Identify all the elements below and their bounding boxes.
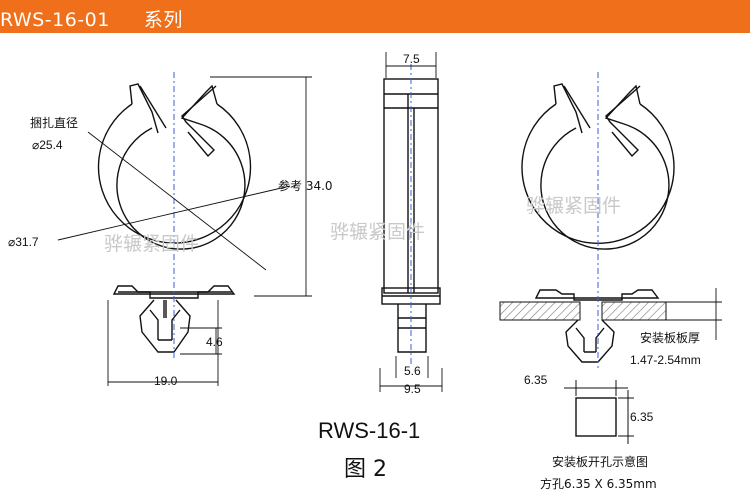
panel-thickness-range: 1.47-2.54mm	[630, 353, 701, 367]
clip-base	[112, 285, 236, 299]
front-view	[97, 83, 252, 353]
hole-diagram-title: 安装板开孔示意图	[552, 454, 648, 469]
series-label: 系列	[143, 9, 183, 31]
side-peg-width-value: 5.6	[404, 364, 421, 378]
series-model: RWS-16-01	[0, 9, 110, 31]
panel-thickness-label: 安装板板厚	[640, 330, 700, 345]
bundle-diameter-value: ⌀25.4	[32, 138, 63, 152]
panel-right-section	[601, 301, 667, 321]
watermark-right: 骅辗紧固件	[526, 195, 621, 217]
clip-peg	[139, 299, 191, 353]
hole-diagram	[564, 380, 634, 444]
series-title: RWS-16-01 系列	[0, 5, 183, 32]
hole-width-value: 6.35	[524, 373, 548, 387]
side-top-width-value: 7.5	[403, 52, 420, 66]
bundle-diameter-label: 捆扎直径	[30, 116, 78, 130]
clip-inner-ring	[116, 123, 246, 250]
panel-thickness-dimension	[666, 288, 722, 340]
outer-diameter-value: ⌀31.7	[8, 235, 39, 249]
watermark-left: 骅辗紧固件	[104, 233, 199, 255]
side-base-width-value: 9.5	[404, 382, 421, 396]
title-bar: RWS-16-01 系列	[0, 0, 750, 33]
figure-label: 图 2	[344, 457, 387, 482]
panel-left-section	[499, 301, 581, 321]
watermark-center: 骅辗紧固件	[330, 221, 425, 243]
hole-diagram-spec: 方孔6.35 X 6.35mm	[540, 476, 657, 491]
model-number: RWS-16-1	[318, 418, 420, 443]
peg-height-value: 4.6	[206, 335, 223, 349]
hole-height-value: 6.35	[630, 410, 654, 424]
front-view-dimensions	[57, 76, 312, 386]
base-width-value: 19.0	[154, 374, 178, 388]
reference-height-value: 参考 34.0	[278, 178, 333, 193]
side-view-dimensions	[379, 52, 443, 392]
